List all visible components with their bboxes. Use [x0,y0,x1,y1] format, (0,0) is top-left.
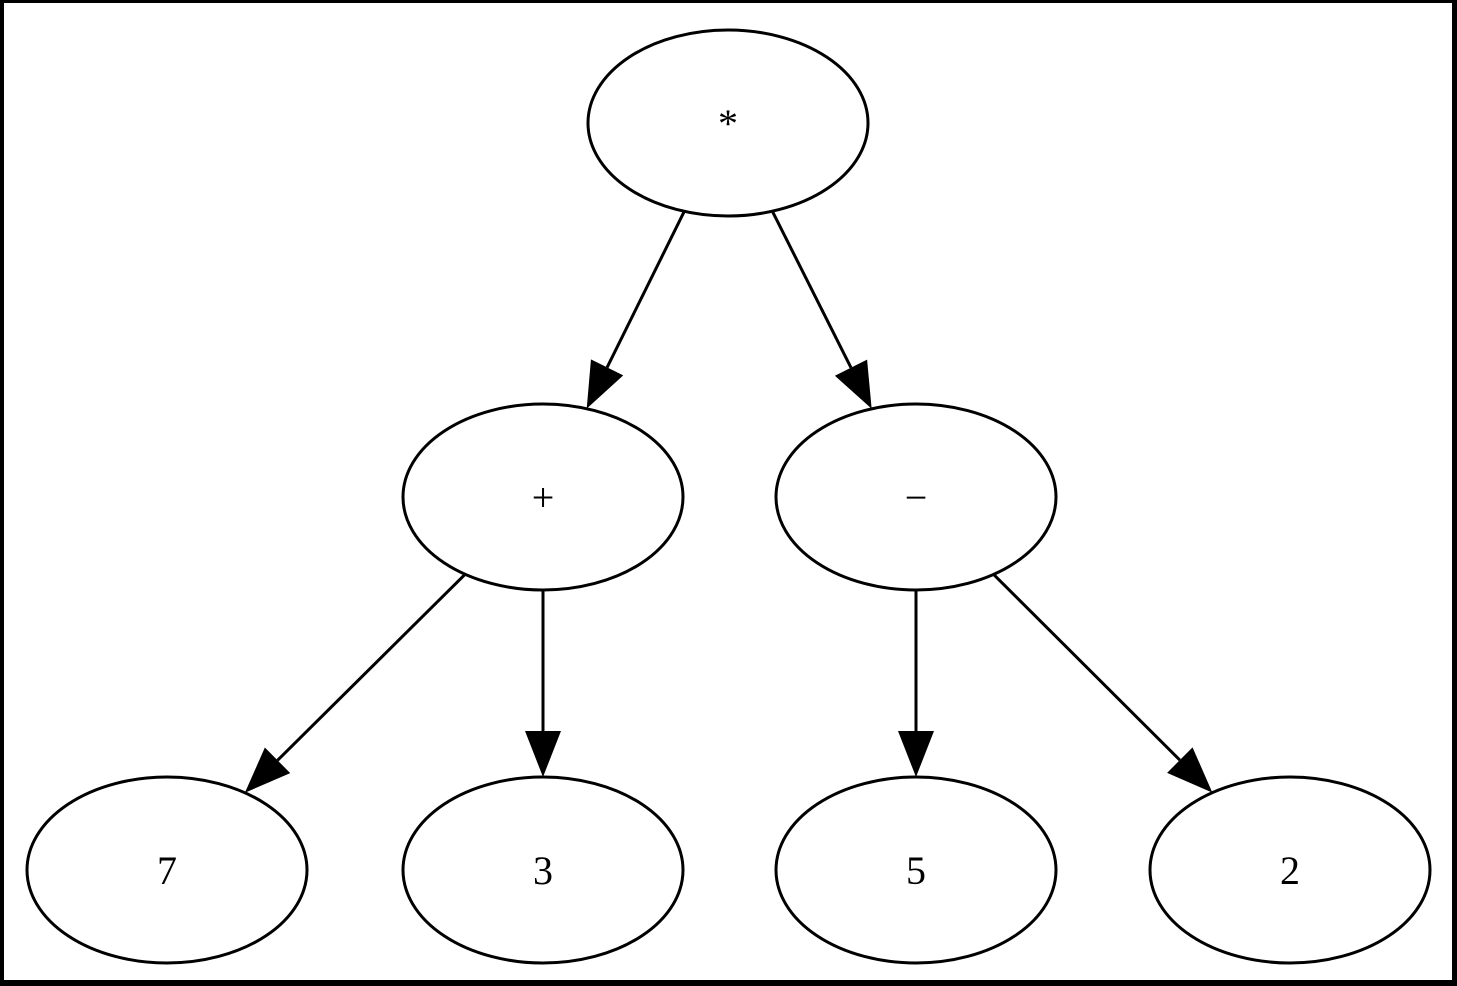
node-n3: 3 [401,775,685,965]
arrowhead-root-plus [586,359,624,409]
node-label-n5: 5 [906,848,926,893]
node-n7: 7 [25,775,309,965]
node-ellipse-plus [401,402,685,592]
node-minus: − [774,402,1058,592]
node-label-n7: 7 [157,848,177,893]
edge-minus-n2 [992,573,1181,762]
node-ellipse-minus [774,402,1058,592]
edges-layer [244,210,1213,793]
node-plus: + [401,402,685,592]
arrowhead-minus-n2 [1167,747,1213,793]
node-ellipse-n3 [401,775,685,965]
arrowhead-root-minus [834,359,872,409]
node-ellipse-n7 [25,775,309,965]
node-label-plus: + [532,475,555,520]
node-label-root: * [718,101,738,146]
node-root: * [586,28,870,218]
nodes-layer: * + − 7 3 5 2 [25,28,1432,965]
node-n5: 5 [774,775,1058,965]
node-n2: 2 [1148,775,1432,965]
arrowhead-minus-n5 [898,731,934,777]
node-ellipse-root [586,28,870,218]
node-ellipse-n5 [774,775,1058,965]
node-label-n3: 3 [533,848,553,893]
arrowhead-plus-n7 [244,747,291,793]
arrowhead-plus-n3 [525,731,561,777]
node-label-minus: − [905,475,928,520]
node-label-n2: 2 [1280,848,1300,893]
edge-root-plus [605,210,686,369]
edge-root-minus [771,210,853,369]
node-ellipse-n2 [1148,775,1432,965]
edge-plus-n7 [276,573,467,762]
